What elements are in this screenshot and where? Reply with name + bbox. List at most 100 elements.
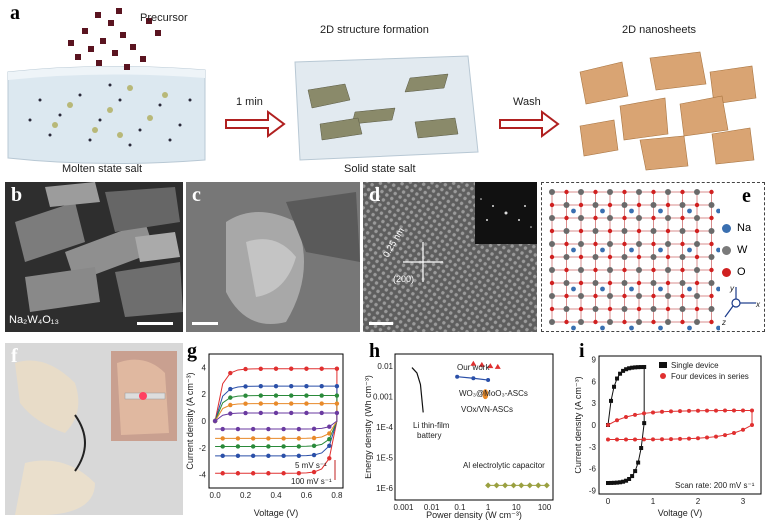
w-atom [708, 228, 715, 234]
w-atom [665, 189, 671, 195]
w-atom [549, 241, 555, 247]
o-atom [680, 241, 685, 247]
cv-point [304, 366, 309, 371]
na-atom [571, 247, 576, 253]
tem-image [186, 182, 360, 332]
four-device-point [669, 437, 673, 442]
four-device-point [660, 409, 664, 414]
cv-point [266, 453, 271, 459]
o-atom [694, 306, 700, 312]
panel-f: f [5, 343, 183, 515]
crystal-structure [549, 189, 720, 331]
four-device-point [705, 408, 709, 413]
o-atom [593, 293, 598, 299]
al-capacitor-point [485, 482, 492, 489]
x-tick-label: 0.6 [301, 491, 313, 500]
o-atom [549, 280, 555, 286]
cv-point [243, 401, 248, 406]
w-atom [708, 280, 715, 286]
x-tick-label: 0.0 [210, 491, 222, 500]
sem-image [5, 182, 183, 332]
panel-d: d 0.25 nm (200) [363, 182, 537, 332]
cv-point [289, 393, 294, 398]
o-atom [549, 228, 555, 234]
four-device-point [741, 408, 745, 413]
x-tick-label: 10 [512, 503, 521, 512]
x-axis-label: Voltage (V) [254, 508, 299, 518]
w-atom [563, 280, 570, 286]
panel-a-letter: a [10, 2, 20, 24]
na-atom [571, 286, 576, 292]
y-tick-label: 3 [592, 399, 597, 408]
panel-b: b Na₂W₄O₁₃ [5, 182, 183, 332]
cv-point [334, 383, 340, 389]
four-device-point [615, 437, 619, 442]
li-battery-line [411, 367, 424, 413]
w-atom [636, 293, 642, 299]
cv-point [243, 410, 248, 416]
o-atom [636, 228, 642, 234]
x-tick-label: 3 [741, 497, 746, 506]
cv-point [220, 453, 225, 459]
four-device-point [633, 437, 637, 442]
w-atom [708, 254, 715, 260]
four-device-point [606, 437, 610, 442]
plane-label: (200) [393, 274, 415, 284]
o-atom [578, 254, 584, 260]
w-atom [636, 241, 642, 247]
nanosheets-label: 2D nanosheets [622, 24, 696, 36]
w-atom [563, 254, 570, 260]
y-tick-label: 2 [202, 390, 207, 399]
cv-point [266, 426, 271, 432]
y-tick-label: -3 [589, 443, 597, 452]
w-atom [621, 254, 628, 260]
w-atom [679, 280, 686, 286]
o-atom [651, 267, 656, 273]
device-photo [5, 343, 183, 515]
axis-y-label: y [729, 284, 735, 293]
o-atom [665, 280, 671, 286]
single-device-point [621, 368, 626, 373]
w-atom [592, 254, 599, 260]
al-capacitor-point [543, 482, 550, 489]
y-axis-label: Energy density (Wh cm⁻³) [365, 375, 373, 479]
na-atom [658, 208, 663, 214]
formation-label: 2D structure formation [320, 24, 429, 36]
cv-point [258, 410, 263, 416]
w-atom [665, 267, 671, 273]
panel-i-letter: i [579, 340, 585, 362]
x-axis-label: Power density (W cm⁻³) [426, 510, 522, 520]
x-tick-label: 0.1 [454, 503, 466, 512]
na-atom [687, 208, 692, 214]
na-atom [629, 208, 634, 214]
o-atom [709, 267, 714, 273]
o-atom [709, 241, 714, 247]
cv-point [327, 443, 332, 449]
w-atom [708, 306, 715, 312]
panel-c-letter: c [192, 184, 201, 206]
na-atom [687, 286, 692, 292]
o-atom [636, 254, 642, 260]
cv-point [266, 444, 271, 449]
cv-point [250, 436, 256, 441]
w-atom [679, 202, 686, 208]
cv-point [289, 401, 294, 406]
cv-point [319, 366, 324, 371]
w-atom [665, 241, 671, 247]
axis-x-label: x [755, 300, 761, 309]
cv-point [327, 431, 332, 436]
y-tick-label: 6 [592, 377, 597, 386]
cv-point [304, 393, 309, 398]
four-device-point [651, 437, 655, 442]
na-atom [716, 247, 720, 253]
o-atom [607, 254, 613, 260]
vox-point [482, 389, 489, 400]
cv-point [220, 426, 225, 432]
al-capacitor-point [493, 482, 500, 489]
w-atom [694, 319, 700, 325]
w-atom [578, 267, 584, 273]
o-atom [564, 215, 569, 221]
